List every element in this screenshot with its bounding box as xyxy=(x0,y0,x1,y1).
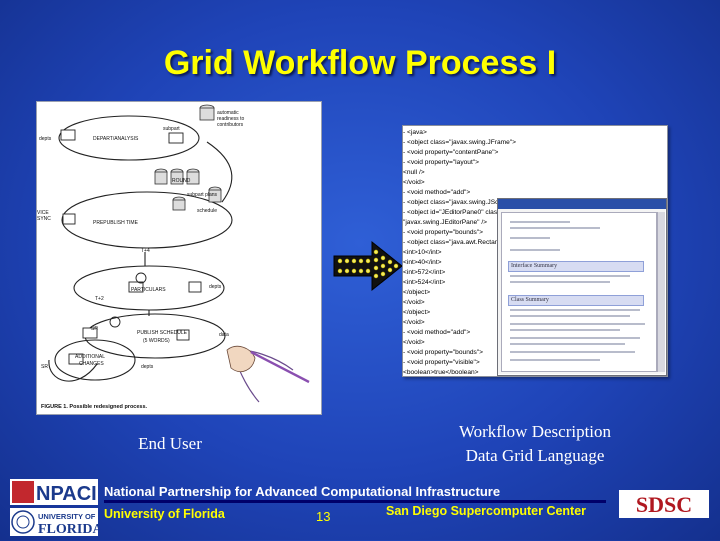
footer-right-institution: San Diego Supercomputer Center xyxy=(386,504,587,518)
xml-line: - <void method="add"> xyxy=(403,189,471,196)
xml-workflow-screenshot: - <java> - <object class="javax.swing.JF… xyxy=(402,125,668,377)
xml-line: - <void property="visible"> xyxy=(403,359,480,366)
xml-line: - <void method="add"> xyxy=(403,329,471,336)
uf-logo: UNIVERSITY OF FLORIDA xyxy=(10,508,103,537)
xml-line: <null /> xyxy=(403,169,425,176)
svg-text:VICE: VICE xyxy=(37,210,49,216)
xml-line: - <object class="java.awt.Rectangle"> xyxy=(403,239,514,246)
footer-partnership: National Partnership for Advanced Comput… xyxy=(104,484,501,499)
xml-line: - <java> xyxy=(403,129,427,136)
xml-line: <int>524</int> xyxy=(403,279,446,286)
xml-line: </void> xyxy=(403,319,425,326)
sdsc-logo-text: SDSC xyxy=(636,492,692,517)
svg-text:subpart: subpart xyxy=(163,126,180,132)
xml-line: </void> xyxy=(403,299,425,306)
xml-line: </void> xyxy=(403,179,425,186)
uf-logo-line2: FLORIDA xyxy=(38,522,98,536)
xml-line: - <void property="bounds"> xyxy=(403,349,484,356)
xml-line: <int>10</int> xyxy=(403,249,442,256)
window-titlebar xyxy=(498,199,666,209)
xml-line: - <void property="contentPane"> xyxy=(403,149,499,156)
caption-data-grid-language: Data Grid Language xyxy=(465,446,605,465)
svg-text:automatic: automatic xyxy=(217,110,239,116)
svg-text:(5 WORDS): (5 WORDS) xyxy=(143,338,170,344)
slide-title: Grid Workflow Process I xyxy=(163,44,557,82)
svg-text:contributors: contributors xyxy=(217,122,244,128)
right-arrow-icon xyxy=(332,240,404,292)
xml-line: </object> xyxy=(403,289,431,296)
page-number: 13 xyxy=(316,509,331,524)
caption-end-user: End User xyxy=(138,434,202,453)
section-class-summary: Class Summary xyxy=(508,295,644,306)
svg-text:CHANGES: CHANGES xyxy=(79,361,104,367)
xml-line: - <object class="javax.swing.JFrame"> xyxy=(403,139,516,146)
xml-line: <int>40</int> xyxy=(403,259,442,266)
svg-text:PUBLISH SCHEDULE: PUBLISH SCHEDULE xyxy=(137,330,188,336)
svg-text:schedule: schedule xyxy=(197,208,217,214)
xml-line: </void> xyxy=(403,339,425,346)
svg-text:DEPART/ANALYSIS: DEPART/ANALYSIS xyxy=(93,136,139,142)
svg-text:subpart plans: subpart plans xyxy=(187,192,218,198)
xml-line: </object> xyxy=(403,309,431,316)
svg-text:ADDITIONAL: ADDITIONAL xyxy=(75,354,105,360)
svg-text:SYNC: SYNC xyxy=(37,216,51,222)
npaci-logo: NPACI xyxy=(10,479,98,505)
xml-line: - <object id="JEditorPane0" class= xyxy=(403,209,505,216)
xml-code-lines: - <java> - <object class="javax.swing.JF… xyxy=(403,128,563,376)
svg-text:T+2: T+2 xyxy=(95,296,104,302)
svg-text:data: data xyxy=(219,332,229,338)
workflow-diagram-image: DEPART/ANALYSIS PREPUBLISH TIME PARTICUL… xyxy=(36,101,322,415)
xml-line: <boolean>true</boolean> xyxy=(403,369,479,376)
xml-line: - <void property="layout"> xyxy=(403,159,479,166)
svg-text:PREPUBLISH TIME: PREPUBLISH TIME xyxy=(93,220,139,226)
section-interface-summary: Interface Summary xyxy=(508,261,644,272)
xml-line: <int>572</int> xyxy=(403,269,446,276)
svg-text:depts: depts xyxy=(209,284,222,290)
vertical-scrollbar[interactable] xyxy=(657,212,665,372)
svg-text:SR: SR xyxy=(41,364,48,370)
xml-line: - <object class="javax.swing.JScrollPane… xyxy=(403,199,529,206)
uf-logo-line1: UNIVERSITY OF xyxy=(38,512,96,521)
document-view: Interface Summary Class Summary xyxy=(501,212,657,372)
svg-text:depts: depts xyxy=(39,136,52,142)
caption-workflow-description: Workflow Description xyxy=(458,422,612,441)
diagram-caption: FIGURE 1. Possible redesigned process. xyxy=(41,404,148,410)
svg-text:SR: SR xyxy=(91,326,98,332)
svg-text:readiness to: readiness to xyxy=(217,116,244,122)
xml-line: "javax.swing.JEditorPane" /> xyxy=(403,219,488,226)
svg-text:PARTICULARS: PARTICULARS xyxy=(131,287,166,293)
svg-text:depts: depts xyxy=(141,364,154,370)
svg-text:T+4: T+4 xyxy=(141,248,150,254)
sdsc-logo: SDSC xyxy=(619,490,709,518)
footer-divider xyxy=(104,500,606,503)
xml-line: - <void property="bounds"> xyxy=(403,229,484,236)
footer-left-institution: University of Florida xyxy=(104,507,225,521)
npaci-logo-text: NPACI xyxy=(36,483,97,505)
javadoc-window: Interface Summary Class Summary xyxy=(497,198,667,376)
svg-text:ROUND: ROUND xyxy=(172,178,191,184)
